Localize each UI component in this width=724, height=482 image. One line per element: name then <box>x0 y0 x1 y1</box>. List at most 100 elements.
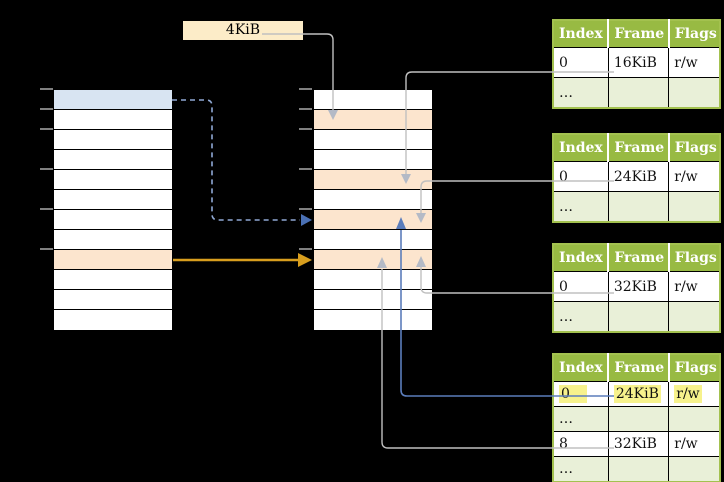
cell-index: 0 <box>552 271 609 302</box>
cell-index: … <box>552 406 609 432</box>
physical-memory-column <box>313 89 433 331</box>
cell-frame <box>607 301 670 333</box>
arrowhead-right-icon <box>298 253 312 267</box>
highlighted-value: 24KiB <box>613 385 661 403</box>
arrowhead-right-icon <box>301 214 312 226</box>
cell-frame <box>607 456 670 482</box>
page-size-label: 4KiB <box>183 21 303 40</box>
virtual-memory-row-6 <box>54 190 172 210</box>
physical-memory-frame-10 <box>314 270 432 290</box>
cell-flags: r/w <box>668 161 721 192</box>
virtual-memory-row-8 <box>54 230 172 250</box>
header-index: Index <box>553 244 610 272</box>
connector-virtual-row1-to-frame7 <box>172 99 300 221</box>
virtual-memory-row-12 <box>54 310 172 330</box>
table-header-row: Index Frame Flags <box>553 244 720 272</box>
cell-frame <box>607 77 670 109</box>
physical-memory-frame-8 <box>314 230 432 250</box>
address-tick <box>299 128 312 130</box>
table-header-row: Index Frame Flags <box>553 20 720 48</box>
cell-index: … <box>552 456 609 482</box>
header-flags: Flags <box>668 134 720 162</box>
cell-flags <box>668 301 721 333</box>
address-tick <box>40 88 53 90</box>
highlighted-value: r/w <box>674 385 702 403</box>
cell-frame <box>607 406 670 432</box>
header-frame: Frame <box>608 354 670 382</box>
address-tick <box>40 108 53 110</box>
header-frame: Frame <box>608 244 670 272</box>
cell-frame: 32KiB <box>607 271 670 302</box>
header-flags: Flags <box>668 244 720 272</box>
virtual-memory-row-2 <box>54 110 172 130</box>
page-table-24kib: Index Frame Flags 0 24KiB r/w … <box>552 133 721 223</box>
table-row: 0 32KiB r/w <box>552 271 721 302</box>
table-row: … <box>552 406 721 432</box>
cell-frame: 24KiB <box>607 161 670 192</box>
virtual-memory-row-7 <box>54 210 172 230</box>
cell-frame: 24KiB <box>607 381 670 407</box>
virtual-memory-row-10 <box>54 270 172 290</box>
header-flags: Flags <box>668 354 720 382</box>
cell-index: 8 <box>552 431 609 457</box>
virtual-memory-row-9 <box>54 250 172 270</box>
cell-frame: 16KiB <box>607 47 670 78</box>
virtual-memory-column <box>53 89 173 331</box>
cell-index: 0 <box>552 47 609 78</box>
table-row: … <box>552 301 721 333</box>
virtual-memory-row-11 <box>54 290 172 310</box>
address-tick <box>299 88 312 90</box>
table-header-row: Index Frame Flags <box>553 354 720 382</box>
header-frame: Frame <box>608 134 670 162</box>
virtual-memory-row-3 <box>54 130 172 150</box>
cell-index: … <box>552 77 609 109</box>
physical-memory-frame-11 <box>314 290 432 310</box>
address-tick <box>299 248 312 250</box>
table-row: … <box>552 456 721 482</box>
page-table-32kib: Index Frame Flags 0 32KiB r/w … <box>552 243 721 333</box>
address-tick <box>40 248 53 250</box>
header-index: Index <box>553 20 610 48</box>
address-tick <box>299 168 312 170</box>
physical-memory-frame-7 <box>314 210 432 230</box>
highlighted-value: 0 <box>559 385 587 403</box>
cell-index: … <box>552 301 609 333</box>
level2-page-table: Index Frame Flags 0 24KiB r/w … 8 32KiB … <box>552 353 721 482</box>
table-row: … <box>552 77 721 109</box>
cell-flags <box>668 456 721 482</box>
cell-index: 0 <box>552 381 609 407</box>
cell-flags: r/w <box>668 381 721 407</box>
cell-index: 0 <box>552 161 609 192</box>
address-tick <box>40 128 53 130</box>
header-flags: Flags <box>668 20 720 48</box>
cell-flags: r/w <box>668 431 721 457</box>
cell-flags: r/w <box>668 271 721 302</box>
page-table-16kib: Index Frame Flags 0 16KiB r/w … <box>552 19 721 109</box>
virtual-memory-row-1 <box>54 90 172 110</box>
address-tick <box>40 208 53 210</box>
cell-index: … <box>552 191 609 223</box>
header-index: Index <box>553 134 610 162</box>
header-index: Index <box>553 354 610 382</box>
table-row: … <box>552 191 721 223</box>
physical-memory-frame-12 <box>314 310 432 330</box>
cell-frame <box>607 191 670 223</box>
cell-flags <box>668 191 721 223</box>
cell-flags <box>668 77 721 109</box>
physical-memory-frame-4 <box>314 150 432 170</box>
physical-memory-frame-9 <box>314 250 432 270</box>
cell-flags <box>668 406 721 432</box>
physical-memory-frame-5 <box>314 170 432 190</box>
table-row: 0 16KiB r/w <box>552 47 721 78</box>
physical-memory-frame-1 <box>314 90 432 110</box>
table-header-row: Index Frame Flags <box>553 134 720 162</box>
table-row-highlighted: 0 24KiB r/w <box>552 381 721 407</box>
header-frame: Frame <box>608 20 670 48</box>
cell-frame: 32KiB <box>607 431 670 457</box>
physical-memory-frame-6 <box>314 190 432 210</box>
physical-memory-frame-2 <box>314 110 432 130</box>
cell-flags: r/w <box>668 47 721 78</box>
table-row: 8 32KiB r/w <box>552 431 721 457</box>
table-row: 0 24KiB r/w <box>552 161 721 192</box>
